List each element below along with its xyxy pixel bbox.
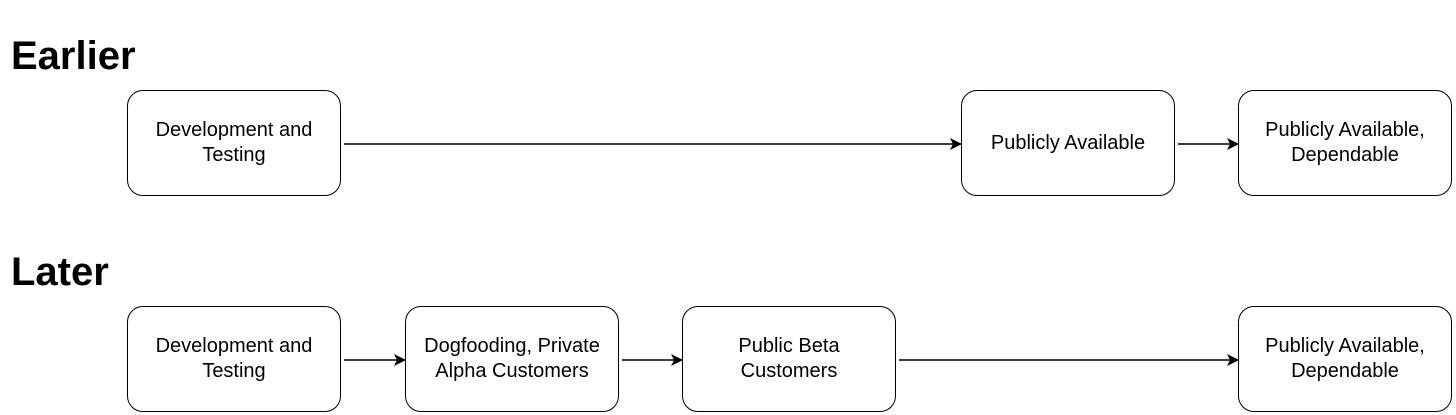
stage-box-later-dependable: Publicly Available, Dependable [1238,306,1452,412]
stage-label: Publicly Available [990,131,1146,154]
stage-label: Publicly Available, Dependable [1265,335,1425,382]
stage-box-later-beta: Public Beta Customers [682,306,896,412]
stage-label: Publicly Available, Dependable [1265,119,1425,166]
stage-box-earlier-dependable: Publicly Available, Dependable [1238,90,1452,196]
section-title-later: Later [11,250,109,294]
stage-label: Public Beta Customers [738,335,840,382]
stage-label: Dogfooding, Private Alpha Customers [424,335,600,382]
stage-label: Development and Testing [155,119,313,166]
stage-box-later-development: Development and Testing [127,306,341,412]
section-title-earlier: Earlier [11,34,136,78]
stage-box-later-alpha: Dogfooding, Private Alpha Customers [405,306,619,412]
stage-label: Development and Testing [155,335,313,382]
stage-box-earlier-publicly-available: Publicly Available [961,90,1175,196]
stage-box-earlier-development: Development and Testing [127,90,341,196]
